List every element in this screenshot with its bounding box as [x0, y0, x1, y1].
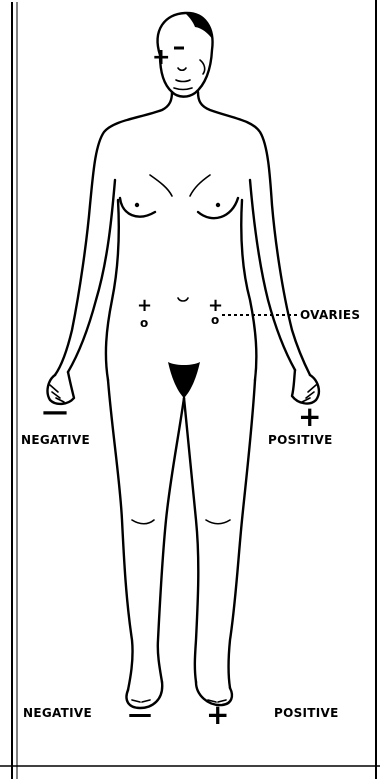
ovaries-label: OVARIES [300, 308, 360, 322]
legs [108, 380, 255, 690]
feet-minus-sign: — [128, 700, 152, 728]
hand-negative-label: NEGATIVE [21, 433, 90, 447]
left-ovary-marker: o [140, 316, 148, 330]
head-plus-sign: + [152, 45, 170, 70]
feet-plus-sign: + [206, 698, 229, 731]
torso [55, 92, 310, 380]
feet-negative-label: NEGATIVE [23, 706, 92, 720]
right-ovary-marker: o [211, 313, 219, 327]
hand-minus-sign: — [42, 397, 68, 427]
hand-positive-label: POSITIVE [268, 433, 333, 447]
right-hand [292, 370, 319, 403]
feet-positive-label: POSITIVE [274, 706, 339, 720]
hand-plus-sign: + [298, 400, 321, 433]
left-ovary-plus: + [137, 295, 152, 316]
pelvis [168, 362, 200, 398]
